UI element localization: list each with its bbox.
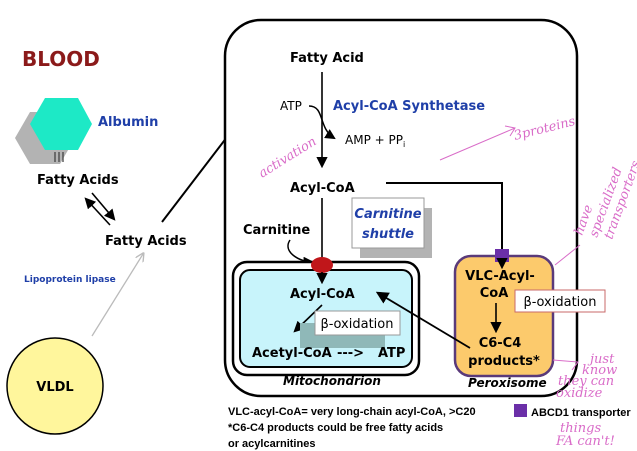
mito-beta-oxidation-label: β-oxidation [321,317,394,332]
blood-label: BLOOD [22,47,100,71]
note-line-3: they can [558,374,614,389]
handwriting-arrow-2 [554,244,581,266]
products-label-2: products* [468,354,540,369]
mito-beta-oxidation-box [314,310,401,336]
footnote-1: VLC-acyl-CoA= very long-chain acyl-CoA, … [228,406,476,418]
carnitine-shuttle-label-2: shuttle [362,227,414,242]
equilibrium-arrow-up [84,197,111,226]
fatty-acid-label: Fatty Acid [290,51,364,66]
acetyl-to-atp-arrow: ---> [337,346,364,361]
mito-acyl-coa-label: Acyl-CoA [290,287,355,302]
perox-beta-oxidation-box [514,289,606,313]
carnitine-shuttle-label-1: Carnitine [354,207,421,222]
carnitine-transporter [311,257,333,273]
note-line-6: FA can't! [555,434,615,449]
peroxisome-label: Peroxisome [468,376,547,390]
vlc-acyl-coa-label-2: CoA [480,286,509,301]
handwriting-arrow-3 [552,359,579,371]
albumin-label: Albumin [98,115,158,130]
legend-abcd1-label: ABCD1 transporter [531,407,631,419]
products-to-mito-arrow [375,291,471,349]
peroxisome-route-line [386,182,503,252]
mito-atp-label: ATP [378,346,405,361]
footnote-3: or acylcarnitines [228,438,315,450]
note-line-1: just [587,352,615,367]
free-fatty-acids-label: Fatty Acids [105,234,187,249]
acyl-coa-label: Acyl-CoA [290,181,355,196]
abcd1-transporter [495,249,509,262]
bound-fatty-acids-label: Fatty Acids [37,173,119,188]
acyl-coa-synthetase-label: Acyl-CoA Synthetase [333,99,485,114]
footnote-2: *C6-C4 products could be free fatty acid… [228,422,443,434]
lipoprotein-lipase-label: Lipoprotein lipase [24,275,116,285]
vldl-label: VLDL [36,380,73,395]
mitochondrion-label: Mitochondrion [283,374,381,388]
legend-abcd1-swatch [514,404,527,417]
atp-label: ATP [280,99,302,113]
equilibrium-arrow-down [91,192,116,221]
amp-ppi-label: AMP + PPi [345,133,405,149]
note-line-4: oxidize [556,386,603,401]
perox-beta-oxidation-label: β-oxidation [524,295,597,310]
mito-beta-oxidation-arrow [293,304,323,333]
carnitine-label: Carnitine [243,223,310,238]
albumin-hexagon [30,98,92,150]
acetyl-coa-label: Acetyl-CoA [252,346,332,361]
vldl-particle [6,337,104,435]
note-line-5: things [560,421,601,436]
handwriting-arrow-1 [439,125,516,161]
albumin-binding-lines [54,152,64,162]
handwriting-note: just know they can oxidize things FA can… [555,352,617,449]
note-line-2: know [582,363,617,378]
lipolysis-arrow [91,254,143,337]
vlc-acyl-coa-label-1: VLC-Acyl- [465,269,535,284]
products-label-1: C6-C4 [479,336,522,351]
carnitine-shuttle-box [351,197,425,249]
